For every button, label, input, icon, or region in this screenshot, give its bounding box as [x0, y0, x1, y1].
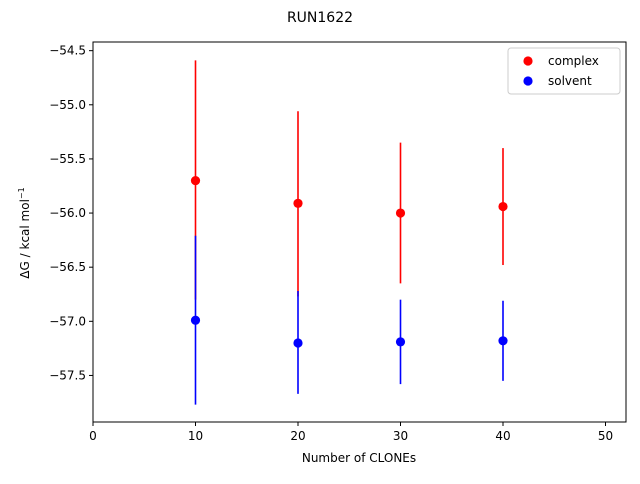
x-axis-label: Number of CLONEs — [302, 451, 416, 465]
y-tick-label: −56.5 — [49, 260, 86, 274]
x-tick-label: 40 — [495, 429, 510, 443]
legend: complex solvent — [507, 47, 621, 95]
y-axis-label-main: ΔG / kcal mol — [18, 199, 32, 279]
y-tick-label: −55.0 — [49, 98, 86, 112]
legend-box — [507, 47, 621, 95]
legend-marker-complex — [523, 56, 533, 66]
data-point — [498, 201, 508, 212]
y-tick-label: −57.0 — [49, 314, 86, 328]
x-tick-label: 0 — [89, 429, 97, 443]
y-tick-label: −57.5 — [49, 368, 86, 382]
data-point — [293, 338, 303, 348]
legend-label-complex: complex — [548, 54, 599, 68]
y-tick-label: −54.5 — [49, 44, 86, 58]
axes-frame — [92, 41, 627, 423]
data-point — [190, 175, 201, 186]
x-tick-label: 30 — [393, 429, 408, 443]
x-tick-label: 50 — [598, 429, 613, 443]
data-point — [395, 337, 406, 347]
y-tick-label: −55.5 — [49, 152, 86, 166]
data-point — [395, 208, 406, 218]
chart-title: RUN1622 — [287, 10, 353, 26]
data-point — [293, 198, 303, 208]
x-tick-label: 20 — [290, 429, 305, 443]
y-axis-label-superscript: −1 — [17, 187, 26, 199]
y-tick-label: −56.0 — [49, 206, 86, 220]
data-point — [190, 315, 201, 325]
series-solvent — [190, 235, 508, 405]
y-axis-label: ΔG / kcal mol−1 — [17, 187, 32, 278]
data-point — [498, 336, 508, 346]
plot-area: 0 10 20 30 40 50 −54.5 −55.0 −55.5 −56.0 −56.5 −57.… — [49, 41, 627, 443]
x-tick-label: 10 — [188, 429, 203, 443]
legend-label-solvent: solvent — [548, 74, 592, 88]
legend-marker-solvent — [523, 76, 533, 86]
